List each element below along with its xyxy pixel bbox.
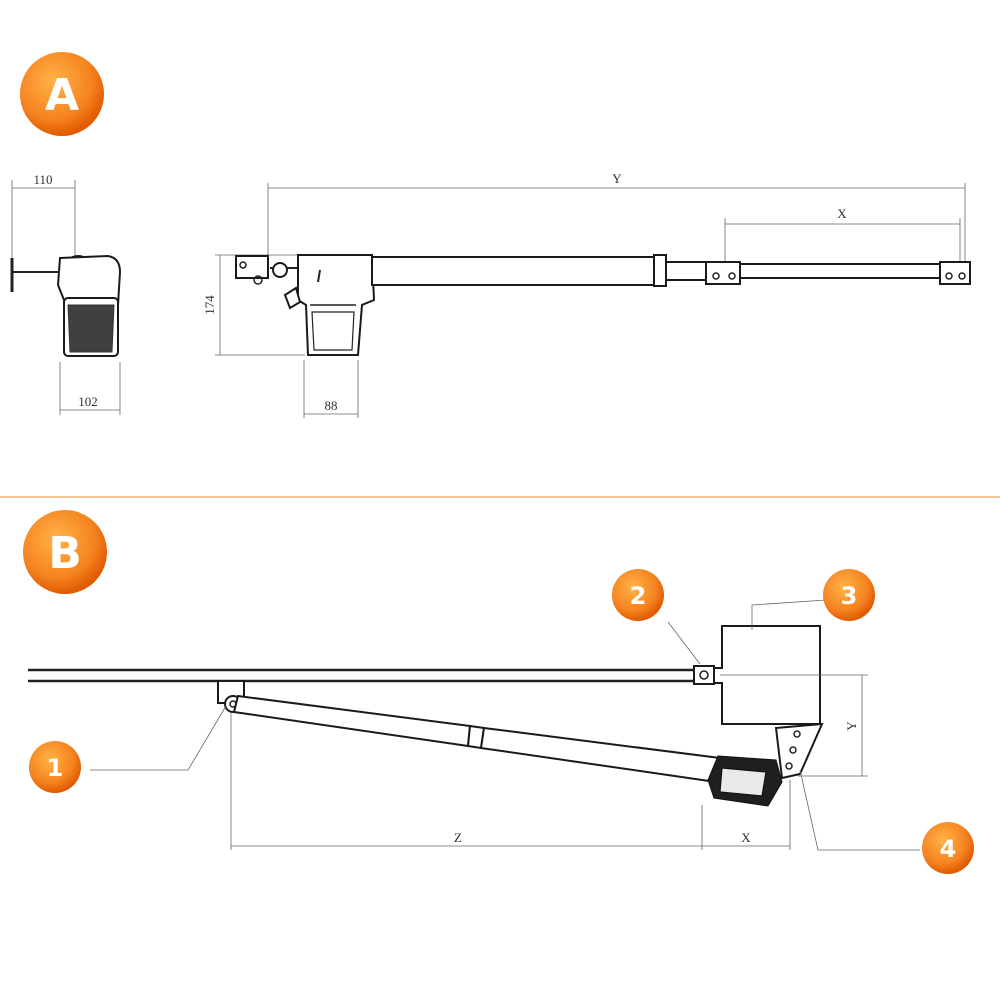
section-b-badge: B bbox=[23, 510, 107, 594]
dim-88: 88 bbox=[325, 398, 338, 413]
svg-text:1: 1 bbox=[47, 754, 64, 782]
callout-1: 1 bbox=[29, 741, 81, 793]
dim-b-y: Y bbox=[844, 721, 859, 731]
dim-b-x: X bbox=[741, 830, 751, 845]
svg-text:2: 2 bbox=[630, 582, 647, 610]
installation-view: Y Z X bbox=[28, 599, 920, 851]
dim-102: 102 bbox=[78, 394, 98, 409]
actuator-end-view: 110 102 bbox=[10, 172, 122, 415]
section-a-badge: A bbox=[20, 52, 104, 136]
callout-4: 4 bbox=[922, 822, 974, 874]
svg-text:4: 4 bbox=[940, 835, 957, 863]
actuator-side-view: Y X 174 bbox=[202, 171, 971, 418]
dim-stroke-x: X bbox=[837, 206, 847, 221]
callout-3: 3 bbox=[823, 569, 875, 621]
dim-overall-y: Y bbox=[612, 171, 622, 186]
section-b-label: B bbox=[48, 528, 82, 579]
dim-174: 174 bbox=[202, 295, 217, 315]
dim-110: 110 bbox=[33, 172, 52, 187]
svg-text:3: 3 bbox=[841, 582, 858, 610]
dim-b-z: Z bbox=[454, 830, 462, 845]
callout-2: 2 bbox=[612, 569, 664, 621]
section-a-label: A bbox=[45, 70, 79, 121]
